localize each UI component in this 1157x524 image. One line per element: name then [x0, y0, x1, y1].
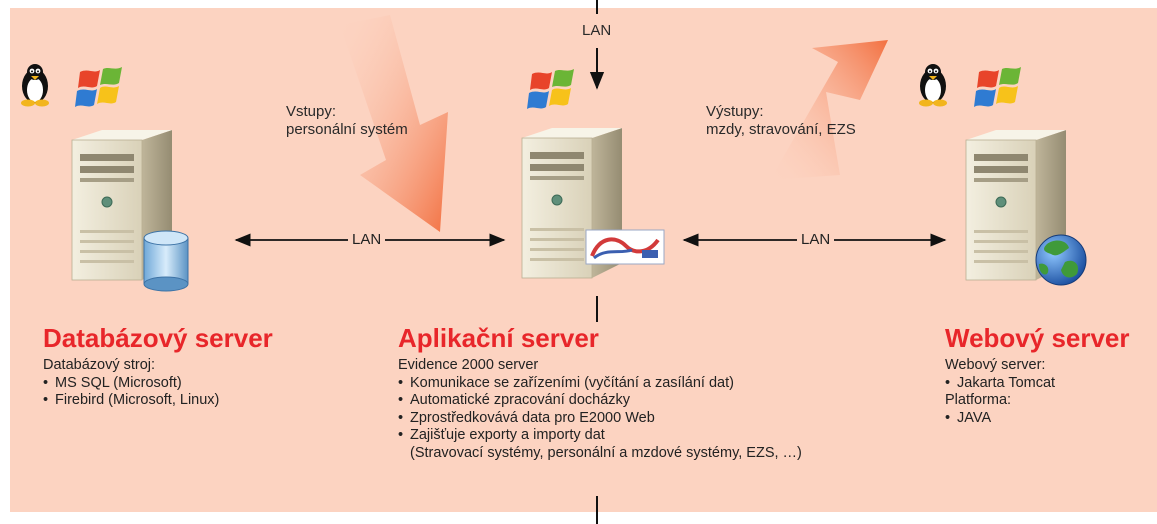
outputs-heading: Výstupy:: [706, 103, 764, 120]
linux-tux-icon: [21, 64, 49, 107]
list-item: Zprostředkovává data pro E2000 Web: [398, 410, 802, 428]
application-server-title: Aplikační server: [398, 323, 599, 353]
list-item: Komunikace se zařízeními (vyčítání a zas…: [398, 375, 802, 393]
lan-right-label: LAN: [797, 231, 835, 249]
web-group-heading: Webový server:: [945, 357, 1046, 373]
list-item: JAVA: [945, 410, 1055, 428]
windows-logo-icon: [527, 69, 574, 109]
web-server-title: Webový server: [945, 323, 1130, 353]
list-item: Jakarta Tomcat: [945, 375, 1055, 393]
inputs-text: personální systém: [286, 121, 408, 138]
application-group-heading: Evidence 2000 server: [398, 357, 539, 373]
outputs-text: mzdy, stravování, EZS: [706, 121, 856, 138]
list-item: Firebird (Microsoft, Linux): [43, 392, 219, 410]
list-item: Zajišťuje exporty a importy dat: [398, 427, 802, 445]
database-group-heading: Databázový stroj:: [43, 357, 156, 373]
application-server-details: Evidence 2000 server Komunikace se zaříz…: [398, 357, 802, 462]
web-platform-heading: Platforma:: [945, 392, 1012, 408]
windows-logo-icon: [75, 67, 122, 107]
list-item: Automatické zpracování docházky: [398, 392, 802, 410]
inputs-heading: Vstupy:: [286, 103, 337, 120]
app-logo-icon: [585, 229, 665, 265]
database-server-details: Databázový stroj: MS SQL (Microsoft) Fir…: [43, 357, 219, 410]
application-continuation: (Stravovací systémy, personální a mzdové…: [410, 444, 802, 461]
database-server-title: Databázový server: [43, 323, 273, 353]
list-item: MS SQL (Microsoft): [43, 375, 219, 393]
lan-top-label: LAN: [582, 22, 612, 39]
globe-icon: [1035, 234, 1087, 286]
web-server-details: Webový server: Jakarta Tomcat Platforma:…: [945, 357, 1055, 427]
windows-logo-icon: [974, 67, 1021, 107]
linux-tux-icon: [919, 64, 947, 107]
input-flow-arrow: [340, 15, 448, 232]
database-cylinder-icon: [143, 230, 189, 292]
output-flow-arrow: [770, 40, 888, 180]
lan-left-label: LAN: [348, 231, 386, 249]
